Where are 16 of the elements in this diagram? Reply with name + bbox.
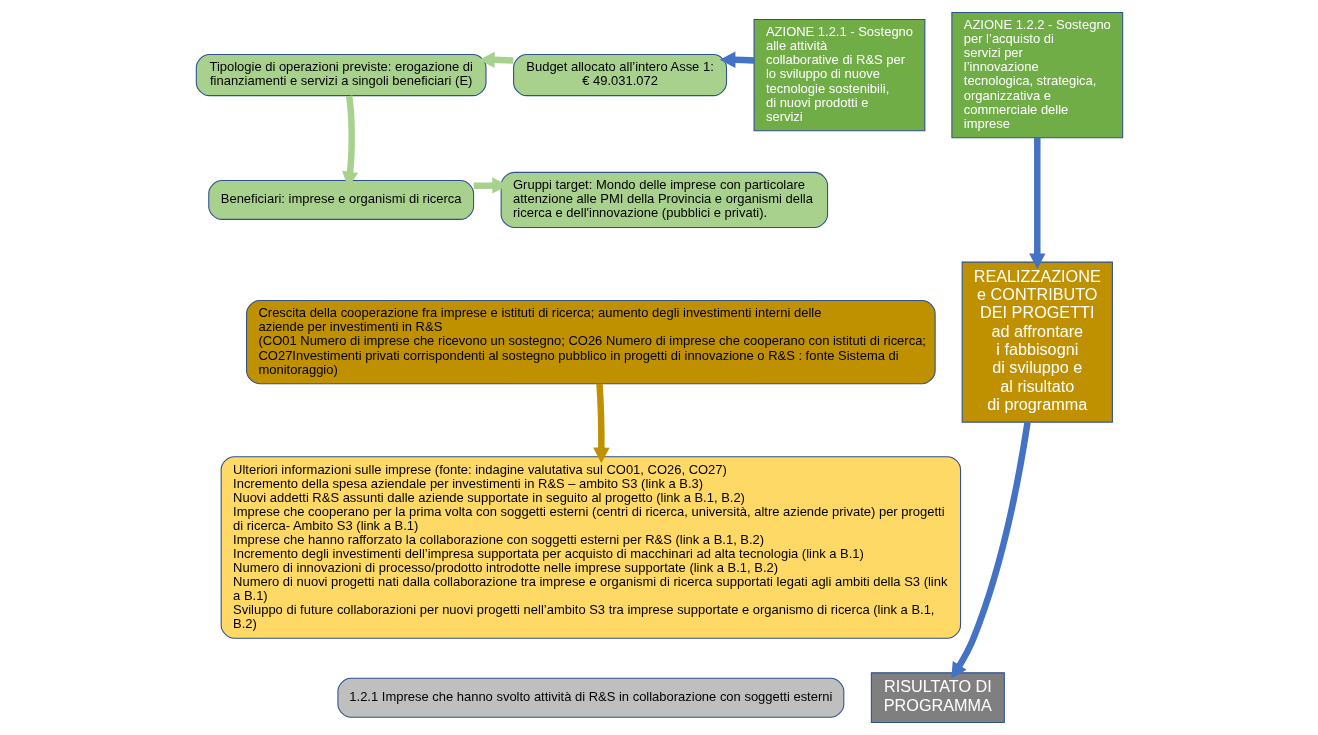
node-box: Gruppi target: Mondo delle imprese con particolare attenzione alle PMI della Provincia e organismi della ricerca e dell'innovazione (pubblici e privati). — [500, 171, 828, 229]
node-box: REALIZZAZIONE e CONTRIBUTO DEI PROGETTI ad affrontare i fabbisogni di sviluppo e al risultato di programma — [961, 261, 1113, 423]
arrow — [719, 51, 754, 68]
arrow — [950, 421, 1031, 679]
arrow — [1028, 137, 1045, 269]
node-box: Crescita della cooperazione fra imprese e istituti di ricerca; aumento degli investimenti interni delle aziende per investimenti in R&S (CO01 Numero di imprese che ricevono un sostegno; CO26 Numero di imprese che cooperano con istituti di ricerca; CO27Investimenti privati corrispondenti al sostegno pubblico in progetti di innovazione o R&S : fonte Sistema di monitoraggio) — [245, 299, 936, 385]
node-box: 1.2.1 Imprese che hanno svolto attività di R&S in collaborazione con soggetti esterni — [336, 677, 844, 718]
node-box: Tipologie di operazioni previste: erogazione di finanziamenti e servizi a singoli beneficiari (E) — [195, 54, 487, 97]
arrow — [478, 51, 513, 69]
node-box: Budget allocato all’intero Asse 1: € 49.031.072 — [512, 54, 727, 97]
arrow — [592, 383, 610, 464]
node-box: Beneficiari: imprese e organismi di ricerca — [207, 179, 474, 220]
node-box: Ulteriori informazioni sulle imprese (fonte: indagine valutativa sul CO01, CO26, CO27) Incremento della spesa aziendale per investimenti in R&S – ambito S3 (link a B.3) Nuovi addetti R&S assunti dalle aziende supportate in seguito al progetto (link a B.1, B.2) Imprese che cooperano per la prima volta con soggetti esterni (centri di ricerca, università, altre aziende private) per progetti di ricerca- Ambito S3 (link a B.1) Imprese che hanno rafforzato la collaborazione con soggetti esterni per R&S (link a B.1, B.2) Incremento degli investimenti dell’impresa supportata per acquisto di macchinari ad alta tecnologia (link a B.1) Numero di innovazioni di processo/prodotto introdotte nelle imprese supportate (link a B.1, B.2) Numero di nuovi progetti nati dalla collaborazione tra imprese e organismi di ricerca supportati legati agli ambiti della S3 (link a B.1) Sviluppo di future collaborazioni per nuovi progetti nell’ambito S3 tra imprese supportate e organismo di ricerca (link a B.1, B.2) — [220, 456, 961, 639]
node-box: AZIONE 1.2.1 - Sostegno alle attività collaborative di R&S per lo sviluppo di nuove tecnologie sostenibili, di nuovi prodotti e servizi — [753, 18, 925, 132]
node-box: RISULTATO DI PROGRAMMA — [870, 672, 1005, 724]
node-box: AZIONE 1.2.2 - Sostegno per l’acquisto di servizi per l’innovazione tecnologica, strategica, organizzativa e commerciale delle imprese — [950, 11, 1123, 139]
